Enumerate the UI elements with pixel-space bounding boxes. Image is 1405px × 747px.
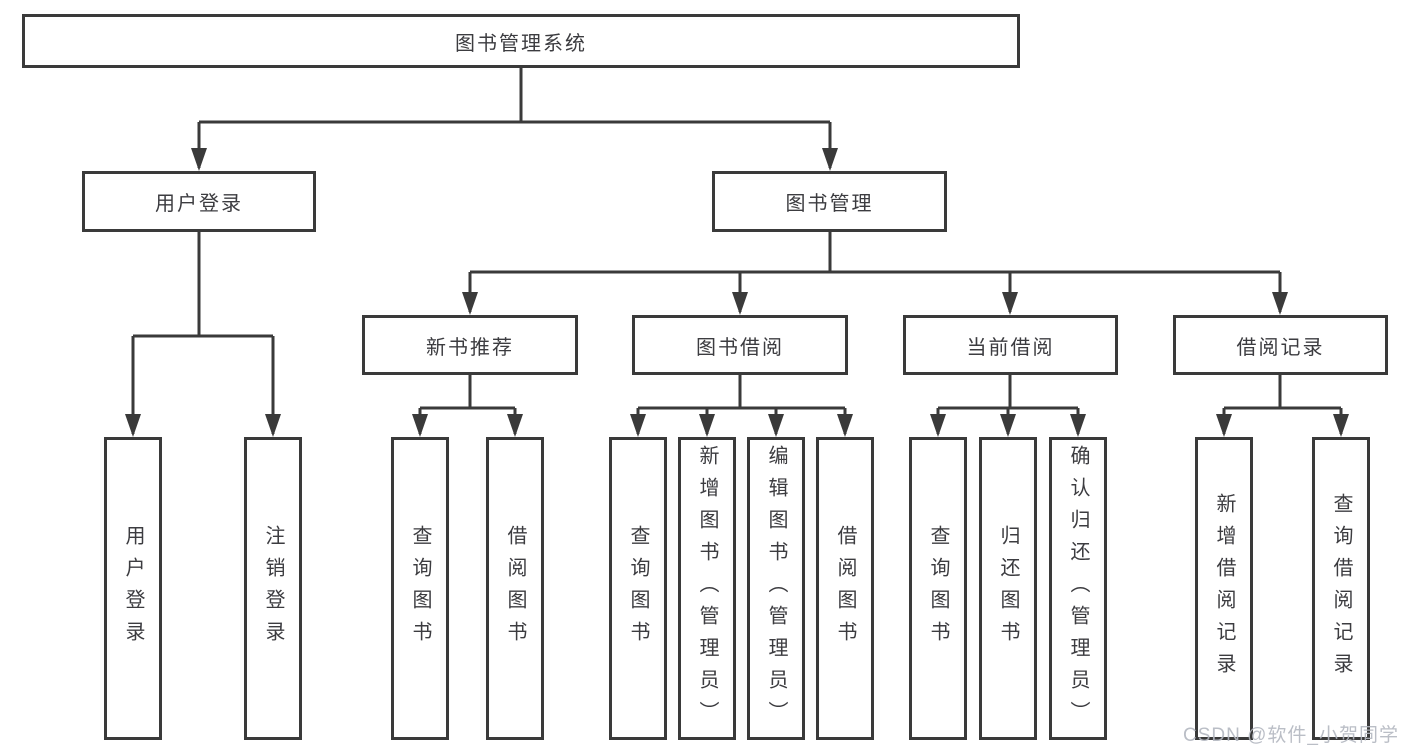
leaf-current-confirm-return-admin-label: 确认归还（管理员） xyxy=(1067,444,1089,733)
leaf-borrow-add-books-admin-label: 新增图书（管理员） xyxy=(696,444,718,733)
leaf-borrow-add-books-admin: 新增图书（管理员） xyxy=(678,437,736,740)
node-user-login: 用户登录 xyxy=(82,171,316,232)
node-borrow-records: 借阅记录 xyxy=(1173,315,1388,375)
leaf-records-query-record: 查询借阅记录 xyxy=(1312,437,1370,740)
leaf-borrow-query-books-label: 查询图书 xyxy=(627,524,649,653)
leaf-user-login-label: 用户登录 xyxy=(122,524,144,653)
leaf-records-add-record: 新增借阅记录 xyxy=(1195,437,1253,740)
node-library-management-system-label: 图书管理系统 xyxy=(455,32,587,55)
node-book-management: 图书管理 xyxy=(712,171,947,232)
node-book-borrow-label: 图书借阅 xyxy=(696,336,784,359)
node-user-login-label: 用户登录 xyxy=(155,193,243,215)
leaf-borrow-borrow-books-label: 借阅图书 xyxy=(834,524,856,653)
leaf-current-return-books-label: 归还图书 xyxy=(997,524,1019,653)
node-library-management-system: 图书管理系统 xyxy=(22,14,1020,68)
leaf-borrow-query-books: 查询图书 xyxy=(609,437,667,740)
leaf-borrow-edit-books-admin: 编辑图书（管理员） xyxy=(747,437,805,740)
node-book-borrow: 图书借阅 xyxy=(632,315,848,375)
node-book-management-label: 图书管理 xyxy=(785,193,874,215)
leaf-current-query-books: 查询图书 xyxy=(909,437,967,740)
leaf-logout: 注销登录 xyxy=(244,437,302,740)
leaf-records-add-record-label: 新增借阅记录 xyxy=(1213,492,1235,685)
leaf-borrow-edit-books-admin-label: 编辑图书（管理员） xyxy=(765,444,787,733)
node-current-borrow-label: 当前借阅 xyxy=(966,336,1055,359)
arrowhead-icons xyxy=(125,148,1349,437)
leaf-current-confirm-return-admin: 确认归还（管理员） xyxy=(1049,437,1107,740)
csdn-watermark: CSDN @软件_小贺同学 xyxy=(1183,725,1399,746)
node-new-book-recommend-label: 新书推荐 xyxy=(426,336,514,359)
leaf-current-query-books-label: 查询图书 xyxy=(927,524,949,653)
node-new-book-recommend: 新书推荐 xyxy=(362,315,578,375)
leaf-borrow-borrow-books: 借阅图书 xyxy=(816,437,874,740)
leaf-logout-label: 注销登录 xyxy=(262,524,284,653)
leaf-newbook-borrow-books-label: 借阅图书 xyxy=(504,524,526,653)
leaf-newbook-borrow-books: 借阅图书 xyxy=(486,437,544,740)
leaf-records-query-record-label: 查询借阅记录 xyxy=(1330,492,1352,685)
leaf-newbook-query-books: 查询图书 xyxy=(391,437,449,740)
leaf-newbook-query-books-label: 查询图书 xyxy=(409,524,431,653)
leaf-current-return-books: 归还图书 xyxy=(979,437,1037,740)
node-borrow-records-label: 借阅记录 xyxy=(1236,336,1325,359)
node-current-borrow: 当前借阅 xyxy=(903,315,1118,375)
leaf-user-login: 用户登录 xyxy=(104,437,162,740)
